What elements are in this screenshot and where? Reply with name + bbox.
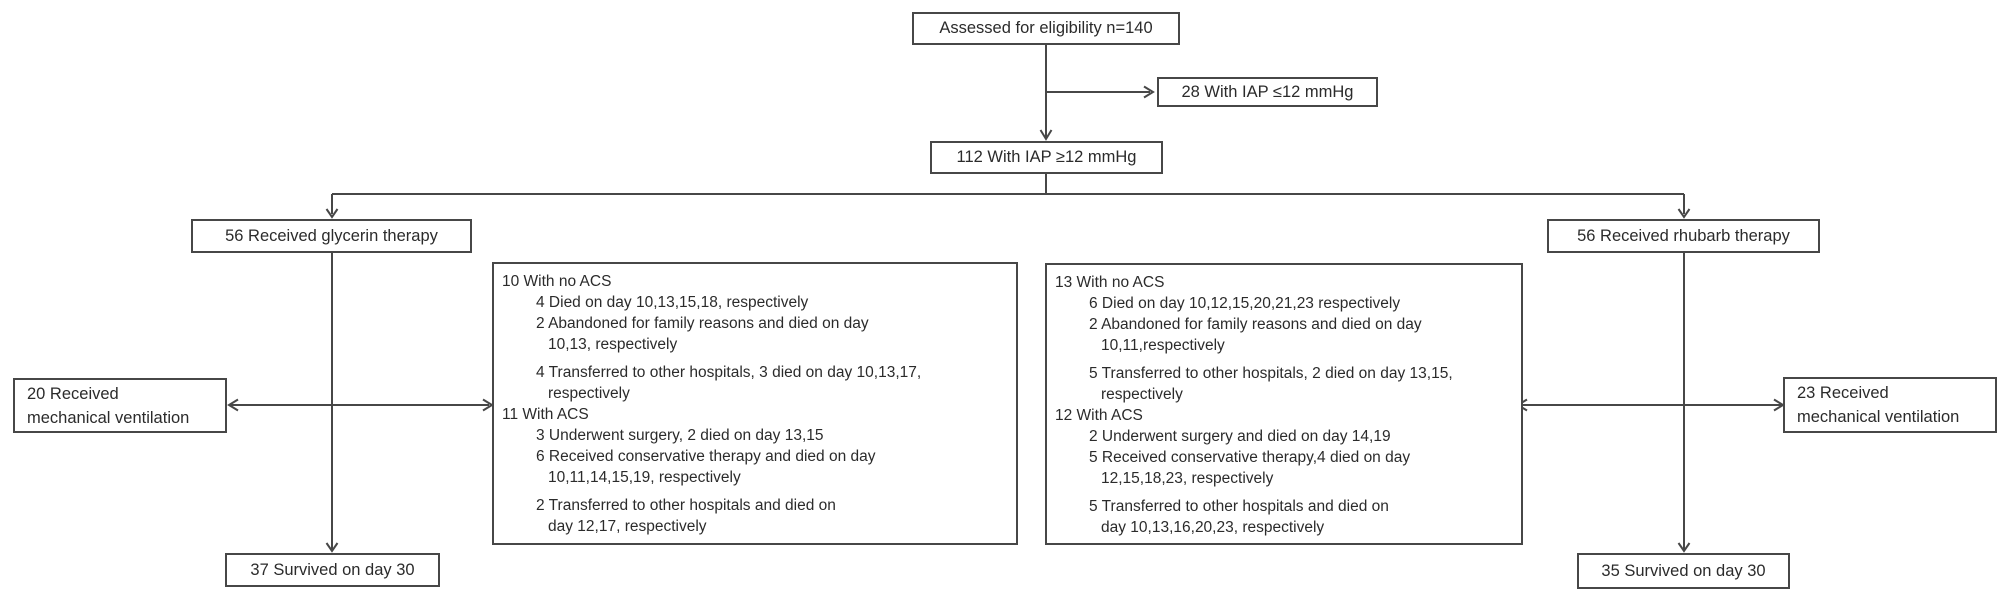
glycerin-therapy-label: 56 Received glycerin therapy <box>225 226 438 245</box>
arrowhead-down-glycerin-survived <box>325 542 339 553</box>
outcome-line: 12 With ACS <box>1055 407 1143 424</box>
arrowhead-down-included <box>1039 129 1053 141</box>
arrowhead-right-excluded <box>1143 85 1155 99</box>
arrowhead-left-mv <box>227 398 239 412</box>
outcome-line: 11 With ACS <box>502 406 589 423</box>
rhubarb-survived-box: 35 Survived on day 30 <box>1577 553 1790 589</box>
rhubarb-therapy-box: 56 Received rhubarb therapy <box>1547 219 1820 253</box>
outcome-line: 13 With no ACS <box>1055 274 1165 291</box>
outcome-line: respectively <box>1101 386 1183 403</box>
glycerin-therapy-box: 56 Received glycerin therapy <box>191 219 472 253</box>
outcome-line: 10,11,respectively <box>1101 337 1225 354</box>
outcome-line: 2 Abandoned for family reasons and died … <box>1089 316 1422 333</box>
excluded-low-iap-box: 28 With IAP ≤12 mmHg <box>1157 77 1378 107</box>
outcome-line: day 10,13,16,20,23, respectively <box>1101 519 1325 536</box>
outcome-line: 4 Died on day 10,13,15,18, respectively <box>536 294 809 311</box>
rhubarb-outcomes-box: 13 With no ACS 6 Died on day 10,12,15,20,… <box>1045 263 1523 545</box>
glycerin-ventilation-box: 20 Received mechanical ventilation <box>13 378 227 433</box>
outcome-line: 2 Abandoned for family reasons and died … <box>536 315 869 332</box>
included-high-iap-box: 112 With IAP ≥12 mmHg <box>930 141 1163 174</box>
excluded-low-iap-label: 28 With IAP ≤12 mmHg <box>1181 82 1354 101</box>
outcome-line: 10,13, respectively <box>548 336 678 353</box>
glycerin-outcomes-box: 10 With no ACS 4 Died on day 10,13,15,18,… <box>492 262 1018 545</box>
rhubarb-ventilation-line1: 23 Received <box>1797 384 1889 402</box>
outcome-line: 3 Underwent surgery, 2 died on day 13,15 <box>536 427 824 444</box>
glycerin-survived-label: 37 Survived on day 30 <box>250 560 415 579</box>
outcome-line: 2 Underwent surgery and died on day 14,1… <box>1089 428 1391 445</box>
outcome-line: 4 Transferred to other hospitals, 3 died… <box>536 364 922 381</box>
outcome-line: 6 Died on day 10,12,15,20,21,23 respecti… <box>1089 295 1401 312</box>
glycerin-survived-box: 37 Survived on day 30 <box>225 553 440 587</box>
outcome-line: respectively <box>548 385 630 402</box>
outcome-line: 10,11,14,15,19, respectively <box>548 469 741 486</box>
arrowhead-down-glycerin <box>325 208 339 219</box>
outcome-line: 12,15,18,23, respectively <box>1101 470 1274 487</box>
outcome-line: 10 With no ACS <box>502 273 612 290</box>
included-high-iap-label: 112 With IAP ≥12 mmHg <box>956 148 1137 167</box>
rhubarb-therapy-label: 56 Received rhubarb therapy <box>1577 226 1790 245</box>
assessed-eligibility-label: Assessed for eligibility n=140 <box>939 19 1153 38</box>
outcome-line: 5 Transferred to other hospitals, 2 died… <box>1089 365 1453 382</box>
assessed-eligibility-box: Assessed for eligibility n=140 <box>912 12 1180 45</box>
arrowhead-down-rhubarb <box>1677 208 1691 219</box>
rhubarb-ventilation-box: 23 Received mechanical ventilation <box>1783 377 1997 433</box>
outcome-line: 6 Received conservative therapy and died… <box>536 448 876 465</box>
glycerin-ventilation-line1: 20 Received <box>27 384 119 403</box>
arrowhead-down-rhubarb-survived <box>1677 542 1691 553</box>
outcome-line: 5 Transferred to other hospitals and die… <box>1089 498 1389 515</box>
outcome-line: 5 Received conservative therapy,4 died o… <box>1089 449 1411 466</box>
rhubarb-ventilation-line2: mechanical ventilation <box>1797 408 1960 426</box>
outcome-line: 2 Transferred to other hospitals and die… <box>536 497 836 514</box>
rhubarb-survived-label: 35 Survived on day 30 <box>1601 561 1766 580</box>
glycerin-ventilation-line2: mechanical ventilation <box>27 408 190 427</box>
outcome-line: day 12,17, respectively <box>548 518 707 535</box>
